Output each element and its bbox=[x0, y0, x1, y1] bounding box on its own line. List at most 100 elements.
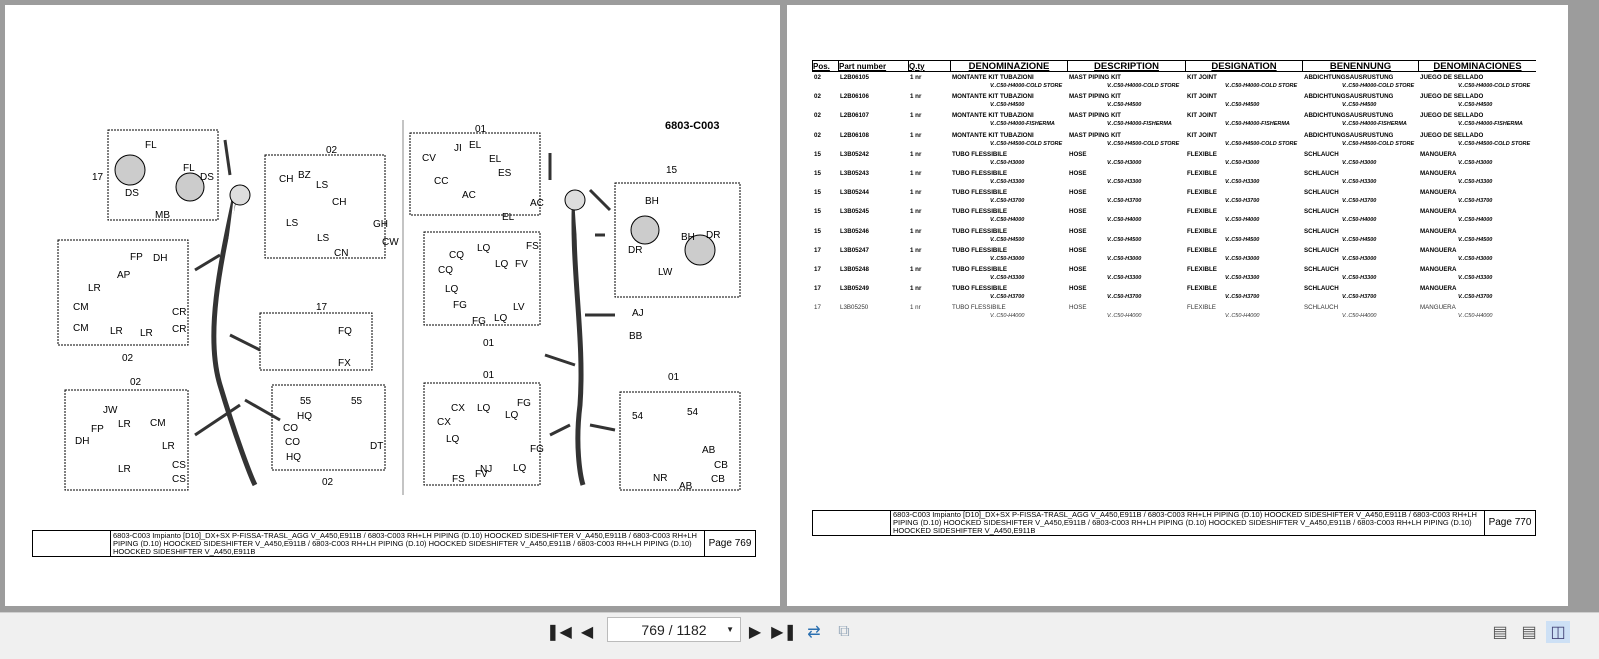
previous-page-icon[interactable]: ◀ bbox=[580, 624, 594, 641]
cell-it: MONTANTE KIT TUBAZIONI bbox=[952, 131, 1034, 139]
cell-en: MAST PIPING KIT bbox=[1069, 112, 1121, 120]
detail-box bbox=[423, 382, 541, 486]
last-page-icon[interactable]: ▶❚ bbox=[771, 624, 797, 641]
arrow-line bbox=[588, 188, 612, 212]
detail-box bbox=[619, 391, 741, 491]
callout-label: 54 bbox=[687, 407, 699, 418]
variant-note: V..C50-H3000 bbox=[1225, 159, 1260, 166]
variant-note: V..C50-H3300 bbox=[1107, 178, 1142, 185]
callout-label: GH bbox=[373, 219, 388, 230]
variant-note: V..C50-H3300 bbox=[1342, 274, 1377, 281]
detail-box bbox=[409, 132, 541, 216]
callout-label: NJ bbox=[480, 464, 492, 475]
single-page-view-icon[interactable]: ▤ bbox=[1492, 624, 1508, 641]
callout-label: LQ bbox=[477, 403, 491, 414]
callout-label: FP bbox=[91, 424, 104, 435]
cell-pos: 15 bbox=[814, 208, 821, 216]
cell-part: L3B05247 bbox=[840, 246, 869, 254]
cell-qty: 1 nr bbox=[910, 74, 922, 81]
variant-note: V..C50-H3000 bbox=[1107, 255, 1142, 262]
callout-label: EL bbox=[469, 140, 482, 151]
callout-label: FP bbox=[130, 252, 143, 263]
callout-label: CW bbox=[382, 237, 399, 248]
cell-part: L2B06107 bbox=[840, 112, 869, 120]
cell-part: L3B05246 bbox=[840, 227, 869, 235]
cell-part: L3B05250 bbox=[840, 304, 869, 312]
sync-view-icon[interactable]: ⇄ bbox=[807, 624, 821, 641]
callout-label: DS bbox=[125, 188, 139, 199]
callout-label: 54 bbox=[632, 411, 644, 422]
cell-es: JUEGO DE SELLADO bbox=[1420, 74, 1484, 81]
callout-label: LQ bbox=[446, 434, 460, 445]
variant-note: V..C50-H3300 bbox=[1107, 274, 1142, 281]
page-number-input[interactable]: 769 / 1182▼ bbox=[607, 617, 741, 642]
arrow-line bbox=[194, 403, 241, 437]
variant-note: V..C50-H4000-FISHERMA bbox=[1342, 121, 1407, 128]
callout-label: 02 bbox=[122, 353, 134, 364]
callout-label: FG bbox=[453, 300, 467, 311]
navigation-toolbar: ❚◀ ◀ 769 / 1182▼ ▶ ▶❚ ⇄ ⧉ ▤ ▤ ◫ bbox=[0, 612, 1599, 659]
variant-note: V..C50-H4500 bbox=[1107, 236, 1142, 243]
callout-label: 02 bbox=[322, 477, 334, 488]
cell-part: L3B05242 bbox=[840, 150, 869, 158]
hose-drawing bbox=[574, 189, 590, 486]
two-page-view-icon[interactable]: ◫ bbox=[1546, 621, 1570, 643]
callout-label: CM bbox=[73, 302, 89, 313]
cell-es: MANGUERA bbox=[1420, 304, 1456, 312]
variant-note: V..C50-H3000 bbox=[1225, 255, 1260, 262]
cell-pos: 15 bbox=[814, 189, 821, 197]
callout-label: CX bbox=[451, 403, 465, 414]
callout-label: BB bbox=[629, 331, 643, 342]
cell-it: TUBO FLESSIBILE bbox=[952, 227, 1008, 235]
compare-view-icon[interactable]: ⧉ bbox=[838, 623, 850, 640]
hose-drawing bbox=[211, 194, 258, 487]
callout-label: HQ bbox=[297, 411, 312, 422]
cell-fr: FLEXIBLE bbox=[1187, 246, 1217, 254]
footer-title: 6803-C003 Impianto [D10]_DX+SX P-FISSA-T… bbox=[111, 531, 705, 556]
variant-note: V..C50-H4500 bbox=[1342, 236, 1377, 243]
cell-qty: 1 nr bbox=[910, 265, 922, 273]
cell-en: HOSE bbox=[1069, 285, 1087, 293]
callout-label: 01 bbox=[475, 124, 487, 135]
variant-note: V..C50-H4000-COLD STORE bbox=[1342, 83, 1415, 89]
cell-de: SCHLAUCH bbox=[1304, 208, 1339, 216]
continuous-view-icon[interactable]: ▤ bbox=[1521, 624, 1537, 641]
cell-qty: 1 nr bbox=[910, 131, 922, 139]
cell-part: L2B06108 bbox=[840, 131, 869, 139]
next-page-icon[interactable]: ▶ bbox=[748, 624, 762, 641]
cell-fr: KIT JOINT bbox=[1187, 112, 1217, 120]
cell-it: MONTANTE KIT TUBAZIONI bbox=[952, 112, 1034, 120]
variant-note: V..C50-H4500-COLD STORE bbox=[1225, 140, 1298, 147]
callout-label: 55 bbox=[351, 396, 363, 407]
callout-label: CQ bbox=[438, 265, 453, 276]
callout-label: CH bbox=[332, 197, 346, 208]
cell-part: L3B05245 bbox=[840, 208, 869, 216]
variant-note: V..C50-H3300 bbox=[990, 178, 1025, 185]
variant-note: V..C50-H4500 bbox=[1458, 236, 1493, 243]
cell-fr: KIT JOINT bbox=[1187, 131, 1217, 139]
variant-note: V..C50-H3300 bbox=[1458, 274, 1493, 281]
first-page-icon[interactable]: ❚◀ bbox=[546, 624, 572, 641]
variant-note: V..C50-H4000 bbox=[990, 217, 1025, 224]
callout-label: LR bbox=[118, 464, 131, 475]
column-header: DENOMINAZIONE bbox=[950, 61, 1067, 71]
cell-es: MANGUERA bbox=[1420, 208, 1457, 216]
page-footer: 6803-C003 Impianto [D10]_DX+SX P-FISSA-T… bbox=[812, 510, 1536, 536]
detail-box bbox=[264, 154, 386, 259]
callout-label: AB bbox=[679, 481, 693, 492]
callout-label: BH bbox=[645, 196, 659, 207]
chevron-down-icon[interactable]: ▼ bbox=[726, 625, 734, 634]
callout-label: FS bbox=[452, 474, 465, 485]
callout-label: 01 bbox=[668, 372, 680, 383]
cell-de: SCHLAUCH bbox=[1304, 265, 1339, 273]
cell-part: L3B05244 bbox=[840, 189, 869, 197]
cell-de: SCHLAUCH bbox=[1304, 169, 1339, 177]
callout-label: 17 bbox=[92, 172, 104, 183]
cell-es: MANGUERA bbox=[1420, 169, 1457, 177]
